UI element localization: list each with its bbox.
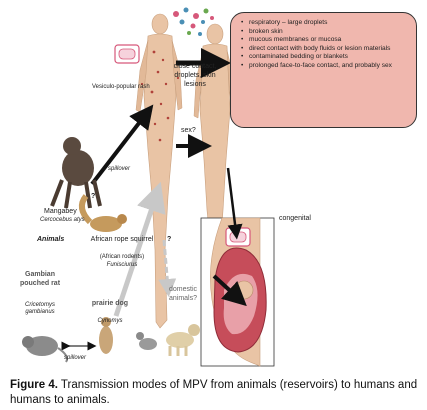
arrow-mangabey-to-human (90, 104, 154, 186)
route-item: contaminated bedding or blankets (241, 53, 408, 62)
congenital-label: congenital (279, 215, 311, 222)
rope-squirrel-illustration (78, 194, 127, 232)
figure-caption-text: Transmission modes of MPV from animals (… (10, 379, 418, 406)
figure-number: Figure 4. (10, 379, 58, 391)
animals-label: Animals (37, 236, 65, 243)
sex-question-label: sex? (181, 127, 196, 134)
route-item: broken skin (241, 28, 408, 37)
arrow-prairie-dog-to-human (113, 181, 166, 317)
human-transmission-label: close contact, droplets, skin lesions (173, 63, 217, 88)
pregnancy-inset (200, 217, 275, 367)
rope-squirrel-sub-label: (African rodents) (99, 254, 145, 260)
gambian-rat-latin-label: Cricetomys gambianus (24, 302, 55, 315)
question-middle-label: ? (167, 236, 172, 243)
route-item: prolonged face-to-face contact, and prob… (241, 62, 408, 71)
arrow-inset-fetus (212, 274, 247, 307)
transmission-routes-box: respiratory – large droplets broken skin… (230, 12, 417, 128)
prairie-dog-label: prairie dog (91, 300, 129, 307)
route-item: direct contact with body fluids or lesio… (241, 45, 408, 54)
figure-caption: Figure 4. Transmission modes of MPV from… (10, 378, 420, 408)
virus-particles-icon (173, 7, 214, 36)
spillover-bottom-label: spillover (64, 355, 87, 361)
vesiculo-rash-label: Vesiculo-popular rash (92, 84, 150, 90)
mangabey-latin-label: Cercocebus atys (40, 217, 85, 223)
prairie-dog-latin-label: Cynomys (97, 318, 123, 324)
prairie-dog-illustration (99, 317, 113, 354)
rope-squirrel-latin-label: Funisciurus (106, 262, 138, 268)
arrow-human-to-domestic (158, 239, 177, 297)
transmission-routes-list: respiratory – large droplets broken skin… (241, 19, 408, 71)
domestic-animals-label: domestic animals? (168, 286, 197, 302)
rash-dots (140, 50, 180, 142)
domestic-animals-illustration (136, 324, 200, 356)
spillover-top-label: spillover (108, 166, 131, 172)
route-item: respiratory – large droplets (241, 19, 408, 28)
gambian-rat-label: Gambian pouched rat (19, 271, 61, 287)
rope-squirrel-label: African rope squirrel (90, 236, 154, 243)
gambian-rat-illustration (22, 336, 68, 363)
poxvirus-icon (114, 44, 140, 64)
arrow-to-congenital (226, 167, 243, 240)
question-upper-label: ? (91, 193, 96, 200)
route-item: mucous membranes or mucosa (241, 36, 408, 45)
mangabey-illustration (50, 137, 102, 209)
mangabey-label: Mangabey (44, 208, 77, 215)
